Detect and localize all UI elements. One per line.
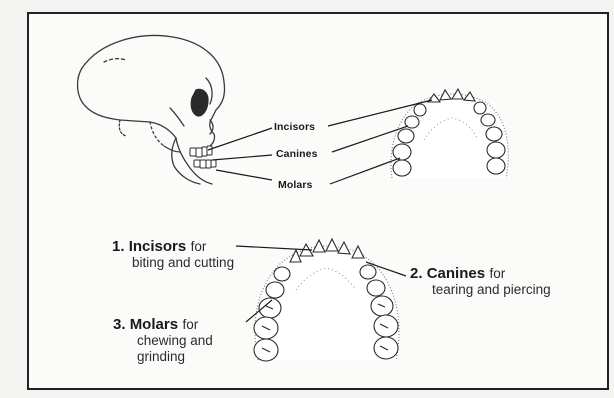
upper-arch-small [391, 89, 508, 178]
molars-name: Molars [130, 316, 178, 333]
label-incisors-bottom: 1. Incisors for biting and cutting [112, 238, 234, 271]
molars-desc-3: grinding [113, 349, 185, 364]
incisors-desc-2: biting and cutting [112, 255, 234, 270]
canines-name: Canines [427, 265, 485, 282]
molars-number: 3. [113, 316, 126, 333]
canines-desc-2: tearing and piercing [410, 282, 551, 297]
label-canines-top: Canines [276, 149, 318, 160]
upper-arch-large [254, 239, 399, 361]
label-molars-top: Molars [278, 180, 312, 191]
incisors-desc-1: for [191, 239, 207, 254]
label-incisors-top: Incisors [274, 122, 315, 133]
molars-desc-2: chewing and [113, 333, 213, 348]
incisors-name: Incisors [129, 238, 187, 255]
incisors-number: 1. [112, 238, 125, 255]
skull-teeth [190, 146, 216, 168]
canines-number: 2. [410, 265, 423, 282]
canines-desc-1: for [490, 266, 506, 281]
label-molars-bottom: 3. Molars for chewing and grinding [113, 316, 213, 365]
molars-desc-1: for [183, 317, 199, 332]
label-canines-bottom: 2. Canines for tearing and piercing [410, 265, 551, 298]
